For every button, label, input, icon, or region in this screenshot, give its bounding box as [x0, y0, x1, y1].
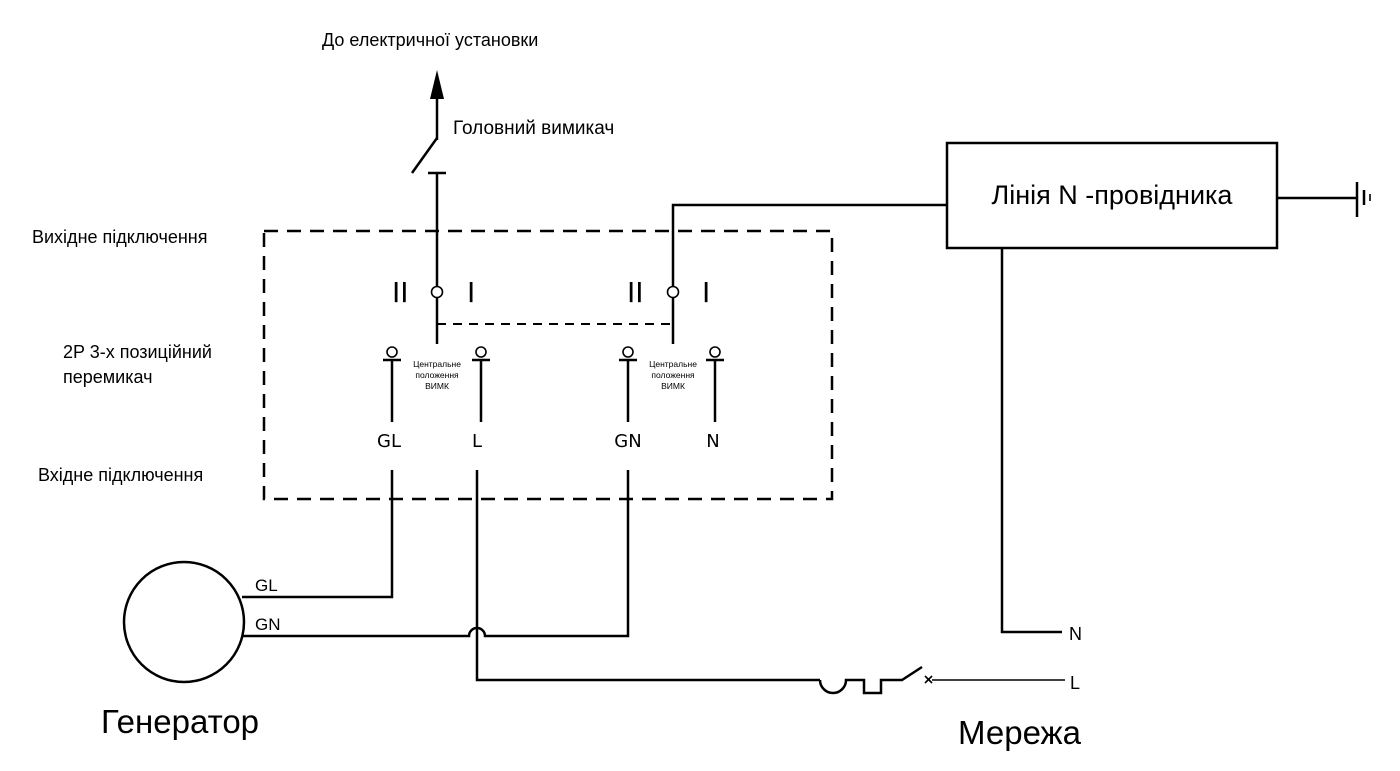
switch-type-label-line1: 2P 3-х позиційний [63, 342, 212, 362]
terminal-n: N [706, 431, 719, 452]
terminal-l: L [472, 431, 482, 452]
right-center-off-line3: ВИМК [661, 381, 685, 391]
transfer-switch-box [262, 229, 834, 501]
grid-n-label: N [1069, 624, 1082, 644]
grid-label: Мережа [958, 714, 1082, 751]
left-pole-pivot [430, 285, 444, 299]
to-installation-label: До електричної установки [322, 30, 538, 50]
neutral-output-wire [671, 203, 947, 287]
right-pole-pos-i: I [702, 276, 710, 309]
left-center-off-line1: Центральне [413, 359, 461, 369]
output-connection-label: Вихідне підключення [32, 227, 207, 247]
main-switch-label: Головний вимикач [453, 118, 614, 139]
left-center-off-line3: ВИМК [425, 381, 449, 391]
grid-l-label: L [1070, 673, 1080, 693]
l-wire [475, 470, 820, 682]
ground-icon [1277, 182, 1371, 217]
terminal-gn: GN [614, 431, 641, 452]
left-center-off-line2: положення [415, 370, 459, 380]
input-connection-label: Вхідне підключення [38, 465, 203, 485]
right-center-off-line2: положення [651, 370, 695, 380]
generator-gl-label: GL [255, 576, 278, 595]
grid-neutral-wire [1000, 248, 1062, 634]
generator-label: Генератор [101, 703, 259, 740]
generator-gn-label: GN [255, 615, 281, 634]
main-switch [410, 137, 446, 287]
arrow-up-icon [430, 70, 444, 99]
right-pole-pos-ii: II [627, 276, 644, 309]
generator-icon [122, 560, 246, 684]
left-pole-pos-i: I [467, 276, 475, 309]
left-pole-pos-ii: II [392, 276, 409, 309]
switch-type-label-line2: перемикач [63, 367, 152, 387]
fuse-breaker-icon [818, 665, 1065, 695]
neutral-line-box [945, 141, 1279, 250]
right-pole-pivot [666, 285, 680, 299]
gl-wire [242, 470, 394, 599]
gn-wire [242, 470, 630, 638]
terminal-gl: GL [377, 431, 401, 452]
neutral-line-label: Лінія N -провідника [992, 180, 1234, 210]
right-center-off-line1: Центральне [649, 359, 697, 369]
right-pole: II I Центральне положення ВИМК GN N [614, 276, 724, 452]
left-pole: II I Центральне положення ВИМК GL L [377, 276, 490, 452]
